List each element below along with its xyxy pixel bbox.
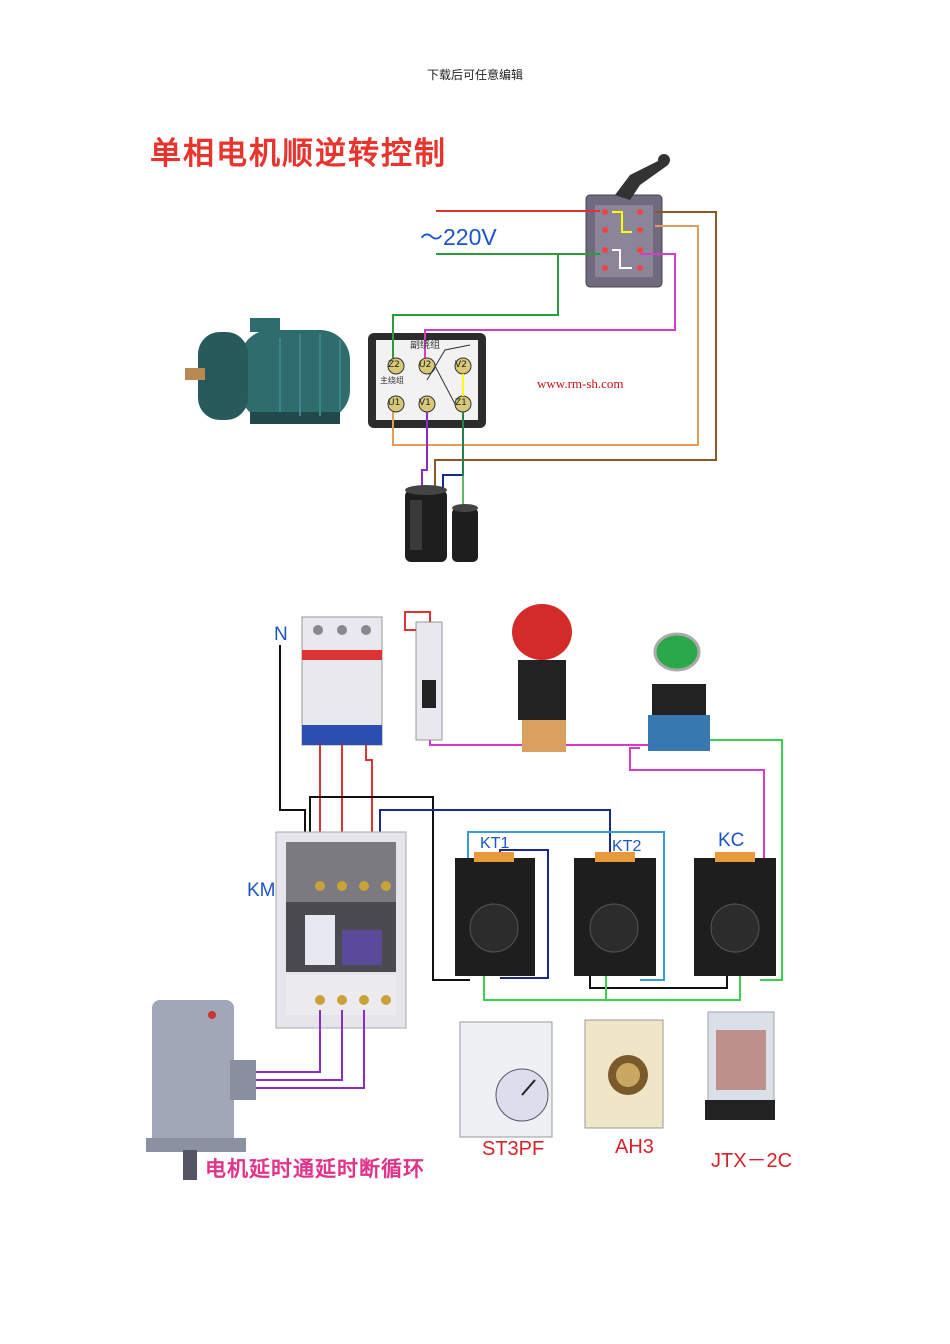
header-note: 下载后可任意编辑 (426, 68, 523, 82)
relay-base-kt1 (455, 858, 535, 976)
relay-base-kc (694, 852, 776, 976)
motor-2-image (146, 1000, 256, 1180)
single-breaker (415, 621, 443, 741)
terminal-box-top-label: 副绕组 (410, 340, 440, 351)
green-pushbutton (648, 632, 710, 751)
contactor-km (275, 831, 407, 1029)
terminal-z2: Z2 (388, 360, 400, 370)
capacitor-small (452, 504, 478, 562)
terminal-z1: Z1 (455, 398, 467, 408)
terminal-u1: U1 (388, 398, 401, 408)
label-kc: KC (718, 830, 745, 851)
relay-jtx-2c-image (705, 1011, 775, 1120)
emergency-stop-button (512, 604, 572, 752)
timer-st3pf-image (459, 1021, 553, 1138)
diagram1-title: 单相电机顺逆转控制 (150, 136, 447, 172)
terminal-u2: U2 (419, 360, 432, 370)
timer-ah3-image (584, 1019, 664, 1129)
label-kt1: KT1 (480, 835, 510, 852)
terminal-v1: V1 (419, 398, 431, 408)
label-neutral: N (274, 624, 288, 645)
label-ah3: AH3 (615, 1136, 654, 1158)
relay-base-kt2 (574, 852, 656, 976)
motor-image (185, 318, 350, 424)
diagram2-title: 电机延时通延时断循环 (205, 1157, 425, 1181)
label-kt2: KT2 (612, 838, 642, 855)
voltage-label: ～220V (420, 224, 497, 250)
rotary-switch (585, 154, 670, 288)
label-jtx-2c: JTX－2C (711, 1150, 793, 1172)
terminal-box-side-label: 主绕组 (380, 376, 404, 385)
capacitor-large (405, 485, 447, 562)
switch-handle (615, 160, 668, 200)
website-label: www.rm-sh.com (537, 376, 624, 391)
label-km: KM (247, 880, 276, 901)
circuit-breaker (301, 616, 383, 746)
terminal-v2: V2 (455, 360, 467, 370)
label-st3pf: ST3PF (482, 1138, 545, 1160)
